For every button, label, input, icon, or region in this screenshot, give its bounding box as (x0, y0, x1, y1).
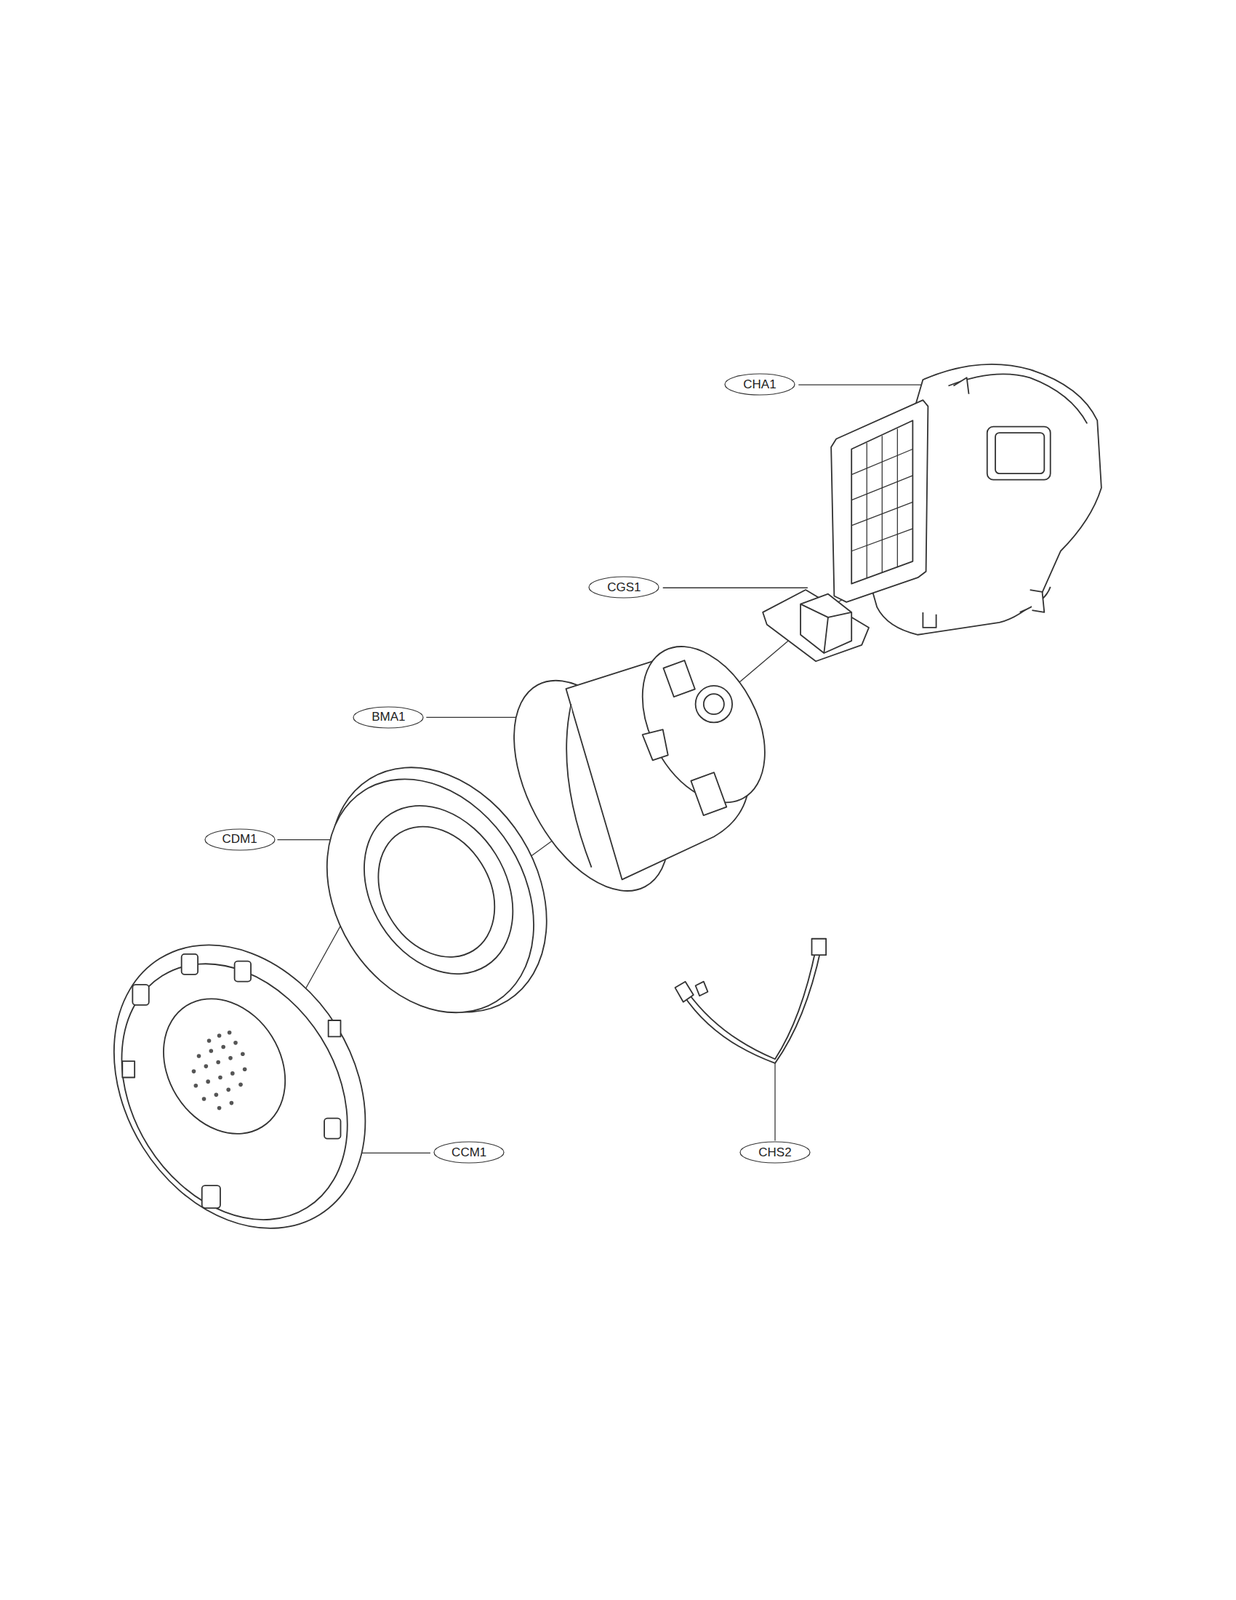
callout-label: CDM1 (222, 831, 258, 847)
callout-oval: CGS1 (588, 575, 660, 599)
callout-oval: CCM1 (433, 1140, 505, 1164)
callout-label: CHA1 (743, 377, 776, 392)
callout-label: CCM1 (451, 1145, 487, 1160)
motor-housing (831, 364, 1102, 635)
callout-oval: BMA1 (352, 705, 424, 729)
motor-cover (62, 897, 416, 1276)
callout-oval: CHA1 (724, 372, 796, 396)
callout-label: BMA1 (371, 709, 405, 725)
damper-ring (285, 727, 592, 1053)
wire-harness (675, 938, 827, 1063)
callout-oval: CHS2 (739, 1140, 811, 1164)
gasket (762, 589, 869, 661)
callout-label: CGS1 (607, 580, 641, 595)
callout-oval: CDM1 (204, 828, 276, 851)
callout-label: CHS2 (758, 1145, 792, 1160)
leader-lines (263, 384, 939, 1153)
